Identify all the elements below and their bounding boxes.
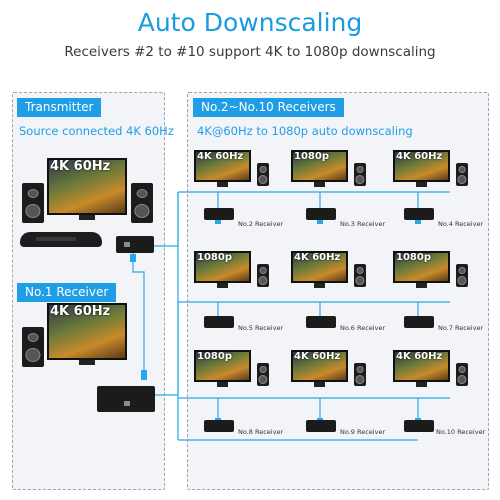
speaker-receiver-2: [257, 163, 269, 186]
receiver-unit-10: [404, 420, 434, 432]
speaker-left-rx1: [22, 327, 44, 367]
cable-tx-to-rx1: [132, 250, 145, 380]
tv-screen: [393, 251, 450, 283]
tv-screen: [291, 350, 348, 382]
receiver-unit-6: [306, 316, 336, 328]
speaker-left-tx: [22, 183, 44, 223]
transmitter-tag: Transmitter: [17, 98, 102, 117]
multi-receivers-tag: No.2~No.10 Receivers: [193, 98, 344, 117]
cable-rx1-to-network: [150, 302, 179, 396]
tv-screen: [194, 350, 251, 382]
transmitter-port: [124, 242, 130, 247]
tv-receiver-9: 4K 60Hz: [291, 350, 348, 387]
cable-tx-to-network: [150, 192, 179, 247]
tv-resolution-label: 4K 60Hz: [50, 159, 111, 174]
tv-screen: [47, 303, 127, 360]
tv-stand: [415, 182, 428, 187]
tv-screen: [393, 150, 450, 182]
tv-stand: [313, 283, 326, 288]
connector-4: [415, 218, 421, 224]
tv-resolution-label: 4K 60Hz: [197, 151, 244, 162]
connector-2: [215, 218, 221, 224]
tv-screen: [393, 350, 450, 382]
tv-resolution-label: 1080p: [396, 252, 431, 263]
receiver-label-9: No.9 Receiver: [340, 428, 386, 436]
tv-resolution-label: 4K 60Hz: [50, 304, 111, 319]
tv-stand: [415, 382, 428, 387]
tv-receiver-10: 4K 60Hz: [393, 350, 450, 387]
receiver-label-2: No.2 Receiver: [238, 220, 284, 228]
receiver-unit-3: [306, 208, 336, 220]
speaker-right-tx: [131, 183, 153, 223]
speaker-receiver-5: [257, 264, 269, 287]
tv-receiver-2: 4K 60Hz: [194, 150, 251, 187]
tv-stand: [79, 215, 95, 220]
tv-resolution-label: 4K 60Hz: [294, 252, 341, 263]
receiver-label-4: No.4 Receiver: [438, 220, 484, 228]
speaker-receiver-6: [354, 264, 366, 287]
speaker-receiver-9: [354, 363, 366, 386]
tv-receiver1: 4K 60Hz: [47, 303, 127, 365]
tv-transmitter: 4K 60Hz: [47, 158, 127, 220]
receiver-unit-9: [306, 420, 336, 432]
speaker-receiver-10: [456, 363, 468, 386]
receiver-unit-4: [404, 208, 434, 220]
tv-stand: [313, 182, 326, 187]
receiver-unit-8: [204, 420, 234, 432]
tv-resolution-label: 1080p: [197, 252, 232, 263]
receiver-label-3: No.3 Receiver: [340, 220, 386, 228]
receiver1-port: [124, 401, 130, 406]
tv-resolution-label: 4K 60Hz: [396, 351, 443, 362]
tv-screen: [291, 150, 348, 182]
connector-tx: [130, 254, 136, 262]
bluray-player-tray: [36, 237, 76, 241]
connector-rx1: [141, 370, 147, 380]
page-subtitle: Receivers #2 to #10 support 4K to 1080p …: [64, 44, 436, 60]
tv-resolution-label: 4K 60Hz: [294, 351, 341, 362]
tv-receiver-5: 1080p: [194, 251, 251, 288]
tv-stand: [216, 283, 229, 288]
tv-stand: [415, 283, 428, 288]
receiver-unit-2: [204, 208, 234, 220]
page-title: Auto Downscaling: [137, 8, 363, 37]
speaker-receiver-8: [257, 363, 269, 386]
tv-screen: [291, 251, 348, 283]
receiver-unit-5: [204, 316, 234, 328]
tv-resolution-label: 4K 60Hz: [396, 151, 443, 162]
speaker-receiver-4: [456, 163, 468, 186]
receiver-label-7: No.7 Receiver: [438, 324, 484, 332]
receiver-label-5: No.5 Receiver: [238, 324, 284, 332]
cable-connectors: [130, 218, 421, 424]
tv-receiver-7: 1080p: [393, 251, 450, 288]
multi-receivers-note: 4K@60Hz to 1080p auto downscaling: [197, 124, 413, 138]
tv-stand: [216, 382, 229, 387]
tv-resolution-label: 1080p: [197, 351, 232, 362]
transmitter-note: Source connected 4K 60Hz: [19, 124, 174, 138]
tv-screen: [47, 158, 127, 215]
tv-screen: [194, 150, 251, 182]
receiver1-unit: [97, 386, 155, 412]
tv-stand: [79, 360, 95, 365]
connector-3: [317, 218, 323, 224]
receiver-label-6: No.6 Receiver: [340, 324, 386, 332]
tv-screen: [194, 251, 251, 283]
receiver1-tag: No.1 Receiver: [17, 283, 117, 302]
tv-receiver-8: 1080p: [194, 350, 251, 387]
speaker-receiver-7: [456, 264, 468, 287]
tv-receiver-4: 4K 60Hz: [393, 150, 450, 187]
receiver-unit-7: [404, 316, 434, 328]
tv-resolution-label: 1080p: [294, 151, 329, 162]
tv-receiver-3: 1080p: [291, 150, 348, 187]
tv-receiver-6: 4K 60Hz: [291, 251, 348, 288]
receiver-label-10: No.10 Receiver: [436, 428, 486, 436]
transmitter-unit: [116, 236, 154, 253]
tv-stand: [313, 382, 326, 387]
receiver-label-8: No.8 Receiver: [238, 428, 284, 436]
speaker-receiver-3: [354, 163, 366, 186]
tv-stand: [216, 182, 229, 187]
